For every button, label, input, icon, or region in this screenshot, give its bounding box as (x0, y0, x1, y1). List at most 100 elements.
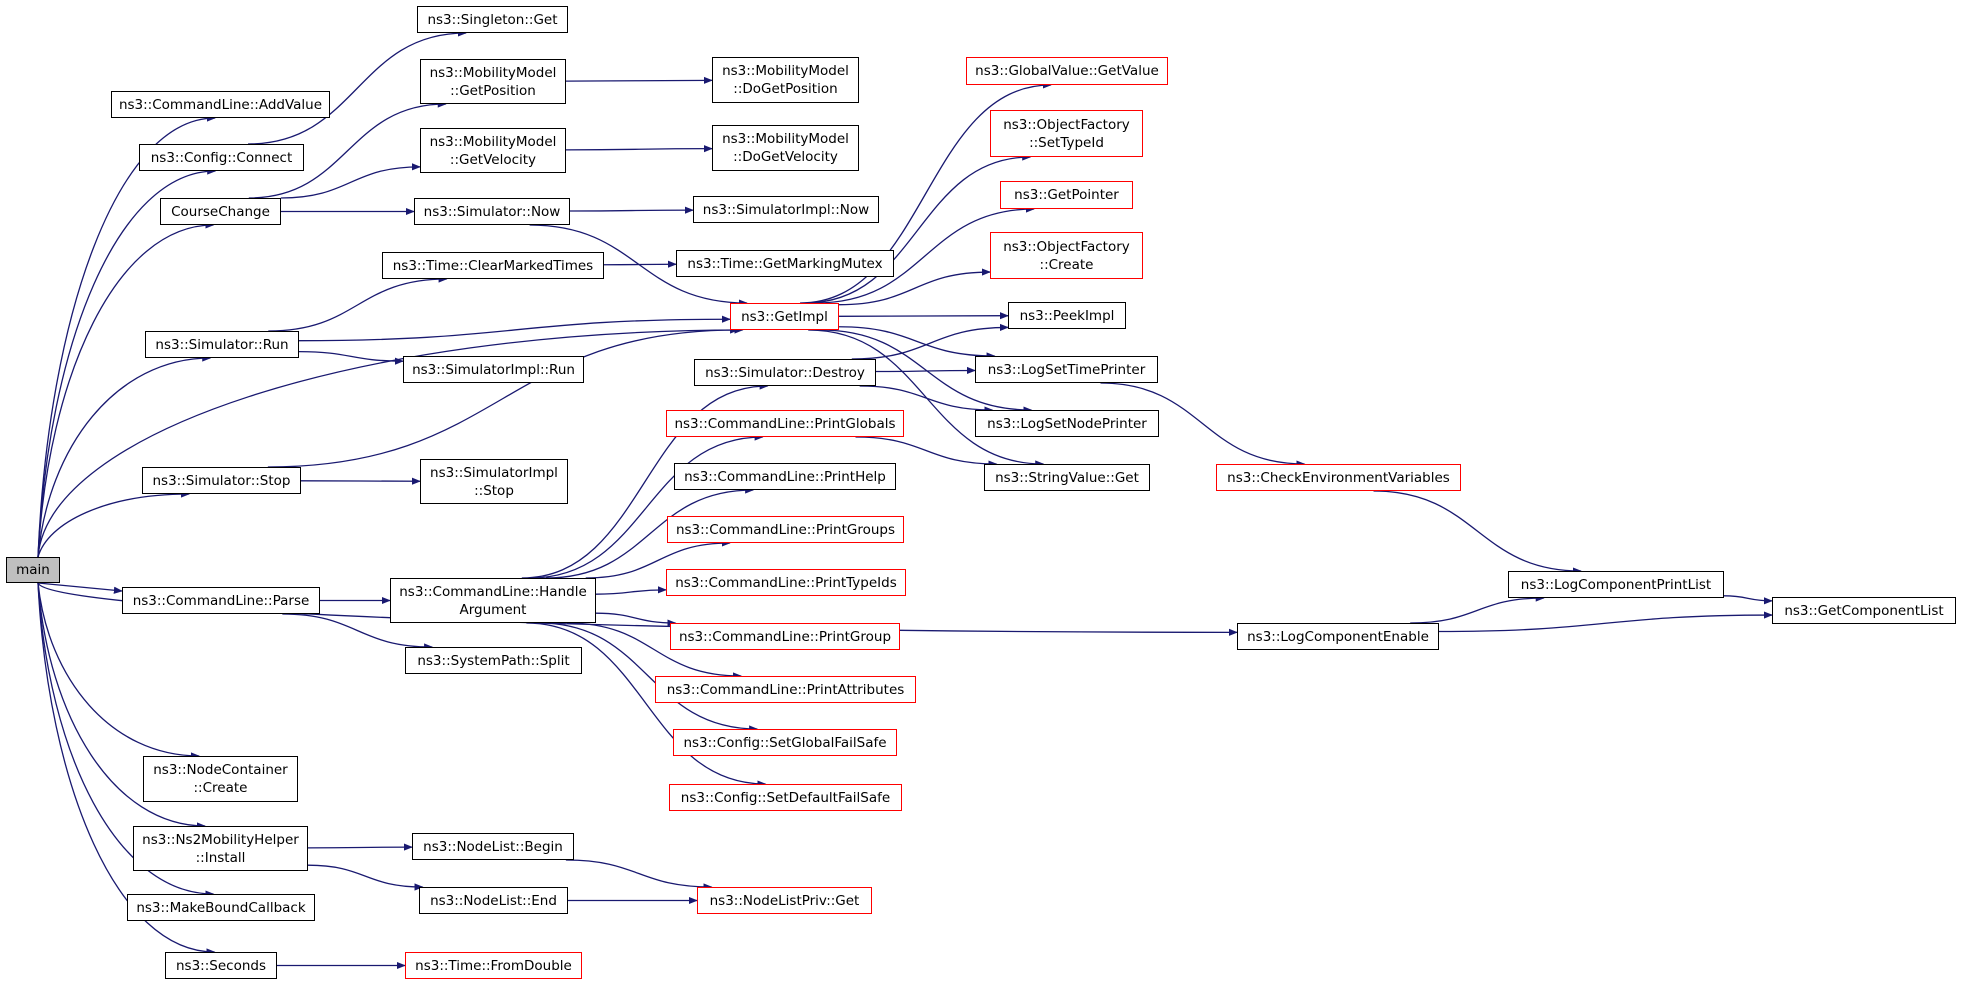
edge-getvelocity-to-dogetvelocity (565, 145, 713, 153)
node-mkbound[interactable]: ns3::MakeBoundCallback (127, 894, 315, 921)
edge-logcompenable-to-logcompprintlist (1410, 594, 1545, 624)
node-printgroup[interactable]: ns3::CommandLine::PrintGroup (670, 623, 900, 650)
node-sim-stop[interactable]: ns3::Simulator::Stop (142, 467, 301, 494)
edge-printglobals-to-stringvalue-get (855, 436, 998, 468)
edge-main-to-coursechange (37, 221, 215, 558)
edge-sim-destroy-to-logsettimeprinter (875, 366, 976, 375)
node-sim-run[interactable]: ns3::Simulator::Run (145, 331, 299, 358)
edge-getimpl-to-logsetnodeprinter (820, 329, 1033, 414)
edge-sim-run-to-simimpl-run (298, 350, 404, 365)
edge-connect-to-singleton (248, 29, 467, 145)
edge-handlearg-to-setdefaultfs (526, 622, 767, 788)
edge-sim-destroy-to-peekimpl (851, 323, 1009, 360)
node-logcompenable[interactable]: ns3::LogComponentEnable (1237, 623, 1439, 650)
node-parse[interactable]: ns3::CommandLine::Parse (122, 587, 320, 614)
node-getimpl[interactable]: ns3::GetImpl (730, 303, 839, 330)
edge-coursechange-to-getvelocity (280, 163, 421, 199)
edge-main-to-parse (37, 582, 123, 594)
node-ns2install[interactable]: ns3::Ns2MobilityHelper ::Install (133, 826, 308, 871)
edge-getimpl-to-gv-getvalue (800, 81, 1052, 304)
edge-main-to-seconds (37, 582, 216, 956)
edge-main-to-nc-create (37, 582, 200, 760)
node-sim-destroy[interactable]: ns3::Simulator::Destroy (694, 359, 876, 386)
node-logsetnodeprinter[interactable]: ns3::LogSetNodePrinter (975, 410, 1159, 437)
node-stringvalue-get[interactable]: ns3::StringValue::Get (984, 464, 1150, 491)
call-edges (37, 29, 1773, 970)
edge-getimpl-to-logsettimeprinter (838, 326, 996, 360)
node-printgroups[interactable]: ns3::CommandLine::PrintGroups (667, 516, 904, 543)
node-coursechange[interactable]: CourseChange (160, 198, 281, 225)
node-clearmarked[interactable]: ns3::Time::ClearMarkedTimes (382, 252, 604, 279)
edge-main-to-ns2install (37, 582, 206, 830)
edge-handlearg-to-printattributes (566, 622, 743, 680)
edge-handlearg-to-printtypeids (595, 586, 667, 595)
edge-getimpl-to-of-create (838, 268, 991, 306)
edge-getposition-to-dogetposition (565, 76, 713, 84)
node-printtypeids[interactable]: ns3::CommandLine::PrintTypeIds (666, 569, 906, 596)
edge-checkenv-to-logcompprintlist (1373, 490, 1582, 575)
edge-sim-now-to-simimpl-now (569, 206, 694, 214)
node-getcomponentlist[interactable]: ns3::GetComponentList (1772, 597, 1956, 624)
edge-sim-run-to-clearmarked (268, 275, 448, 332)
node-dogetposition[interactable]: ns3::MobilityModel ::DoGetPosition (712, 57, 859, 103)
node-logcompprintlist[interactable]: ns3::LogComponentPrintList (1508, 571, 1724, 598)
edge-ns2install-to-nl-end (307, 864, 424, 891)
node-split[interactable]: ns3::SystemPath::Split (405, 647, 582, 674)
node-simimpl-now[interactable]: ns3::SimulatorImpl::Now (693, 196, 879, 223)
edge-getimpl-to-of-settypeid (805, 153, 1032, 304)
edge-sim-destroy-to-logsetnodeprinter (859, 385, 994, 414)
edge-main-to-mkbound (37, 582, 215, 898)
node-getpointer[interactable]: ns3::GetPointer (1000, 181, 1133, 209)
edge-nl-begin-to-nlpriv-get (565, 859, 713, 891)
edge-handlearg-to-setglobalfs (539, 622, 759, 733)
edge-logcompenable-to-getcomponentlist (1438, 611, 1773, 633)
node-gv-getvalue[interactable]: ns3::GlobalValue::GetValue (966, 57, 1168, 85)
node-addvalue[interactable]: ns3::CommandLine::AddValue (111, 91, 330, 118)
edge-main-to-connect (37, 167, 217, 558)
edge-logsettimeprinter-to-checkenv (1100, 382, 1306, 468)
node-peekimpl[interactable]: ns3::PeekImpl (1008, 302, 1126, 329)
edge-main-to-sim-stop (37, 490, 191, 558)
edge-getimpl-to-getpointer (815, 205, 1035, 304)
node-handlearg[interactable]: ns3::CommandLine::Handle Argument (390, 578, 596, 623)
node-simimpl-stop[interactable]: ns3::SimulatorImpl ::Stop (420, 459, 568, 504)
node-getvelocity[interactable]: ns3::MobilityModel ::GetVelocity (420, 128, 566, 173)
node-singleton[interactable]: ns3::Singleton::Get (417, 6, 568, 33)
node-logsettimeprinter[interactable]: ns3::LogSetTimePrinter (975, 356, 1158, 383)
node-setglobalfs[interactable]: ns3::Config::SetGlobalFailSafe (673, 729, 897, 756)
node-nlpriv-get[interactable]: ns3::NodeListPriv::Get (697, 887, 872, 914)
node-getposition[interactable]: ns3::MobilityModel ::GetPosition (420, 59, 566, 104)
node-nl-begin[interactable]: ns3::NodeList::Begin (412, 833, 574, 860)
edge-handlearg-to-sim-destroy (521, 382, 769, 579)
edge-main-to-sim-run (37, 354, 212, 558)
node-seconds[interactable]: ns3::Seconds (165, 952, 277, 979)
edge-handlearg-to-printgroups (585, 539, 731, 579)
node-nl-end[interactable]: ns3::NodeList::End (419, 887, 568, 914)
node-simimpl-run[interactable]: ns3::SimulatorImpl::Run (403, 356, 584, 383)
edge-sim-run-to-getimpl (298, 315, 731, 342)
node-printhelp[interactable]: ns3::CommandLine::PrintHelp (674, 463, 896, 490)
node-checkenv[interactable]: ns3::CheckEnvironmentVariables (1216, 464, 1461, 491)
edge-handlearg-to-printglobals (530, 433, 764, 579)
node-setdefaultfs[interactable]: ns3::Config::SetDefaultFailSafe (669, 784, 902, 811)
edge-ns2install-to-nl-begin (307, 843, 413, 851)
edge-coursechange-to-getposition (248, 100, 447, 199)
node-fromdouble[interactable]: ns3::Time::FromDouble (405, 952, 582, 979)
node-printglobals[interactable]: ns3::CommandLine::PrintGlobals (666, 410, 904, 437)
edge-parse-to-split (282, 613, 434, 651)
edge-main-to-getimpl (37, 326, 744, 558)
node-connect[interactable]: ns3::Config::Connect (139, 144, 304, 171)
node-markingmutex[interactable]: ns3::Time::GetMarkingMutex (676, 250, 894, 277)
edge-handlearg-to-printgroup (595, 612, 677, 627)
node-printattributes[interactable]: ns3::CommandLine::PrintAttributes (655, 676, 916, 703)
node-main[interactable]: main (6, 557, 60, 583)
node-nc-create[interactable]: ns3::NodeContainer ::Create (143, 756, 298, 802)
edge-logcompprintlist-to-getcomponentlist (1723, 595, 1773, 605)
edge-sim-stop-to-getimpl (267, 326, 740, 468)
node-of-settypeid[interactable]: ns3::ObjectFactory ::SetTypeId (990, 110, 1143, 157)
node-dogetvelocity[interactable]: ns3::MobilityModel ::DoGetVelocity (712, 125, 859, 171)
edge-main-to-addvalue (37, 114, 216, 558)
node-of-create[interactable]: ns3::ObjectFactory ::Create (990, 232, 1143, 279)
node-sim-now[interactable]: ns3::Simulator::Now (414, 198, 570, 225)
